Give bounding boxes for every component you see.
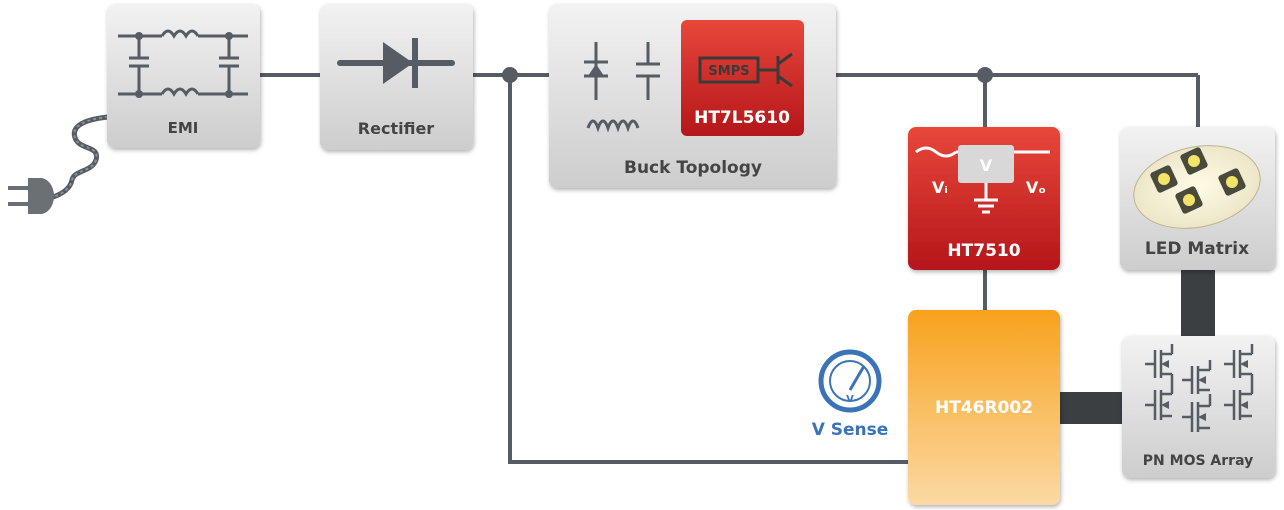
ht7l5610-chip: SMPS HT7L5610 <box>681 20 804 136</box>
regulator-v-label: V <box>980 156 993 175</box>
v-sense-meter-icon: V <box>818 349 882 413</box>
smps-badge-label: SMPS <box>708 64 749 79</box>
led-matrix-block: LED Matrix <box>1120 127 1275 270</box>
v-sense-meter-v: V <box>846 394 854 405</box>
rectifier-label: Rectifier <box>358 119 435 138</box>
pn-mos-array-label: PN MOS Array <box>1143 453 1253 469</box>
junction-dot <box>502 67 518 83</box>
ht7510-regulator-block: V Vᵢ Vₒ HT7510 <box>908 127 1060 270</box>
junction-dot <box>977 67 993 83</box>
regulator-vo-label: Vₒ <box>1026 178 1046 197</box>
ht46r002-mcu-block: HT46R002 <box>908 310 1060 505</box>
wire-vsense-return <box>508 75 908 464</box>
buck-topology-label: Buck Topology <box>624 158 762 178</box>
ht7l5610-label: HT7L5610 <box>694 108 790 128</box>
pn-mos-array-block: PN MOS Array <box>1122 336 1275 478</box>
regulator-vi-label: Vᵢ <box>932 178 948 197</box>
diode-icon <box>337 38 455 88</box>
transistor-icon <box>758 52 793 88</box>
ht46r002-label: HT46R002 <box>935 398 1033 418</box>
emi-block: EMI <box>107 4 260 148</box>
emi-label: EMI <box>168 119 199 137</box>
emi-filter-icon <box>118 29 248 97</box>
ht7510-label: HT7510 <box>947 241 1020 261</box>
regulator-icon: V <box>915 145 1050 214</box>
power-plug-icon <box>8 114 111 214</box>
wires <box>260 73 1200 464</box>
bus-mcu-mos <box>1060 392 1122 424</box>
led-matrix-label: LED Matrix <box>1145 239 1249 259</box>
v-sense-label: V Sense <box>812 420 889 440</box>
led-chips-icon <box>1150 147 1246 214</box>
rectifier-block: Rectifier <box>320 4 473 150</box>
bus-led-mos <box>1181 270 1215 336</box>
